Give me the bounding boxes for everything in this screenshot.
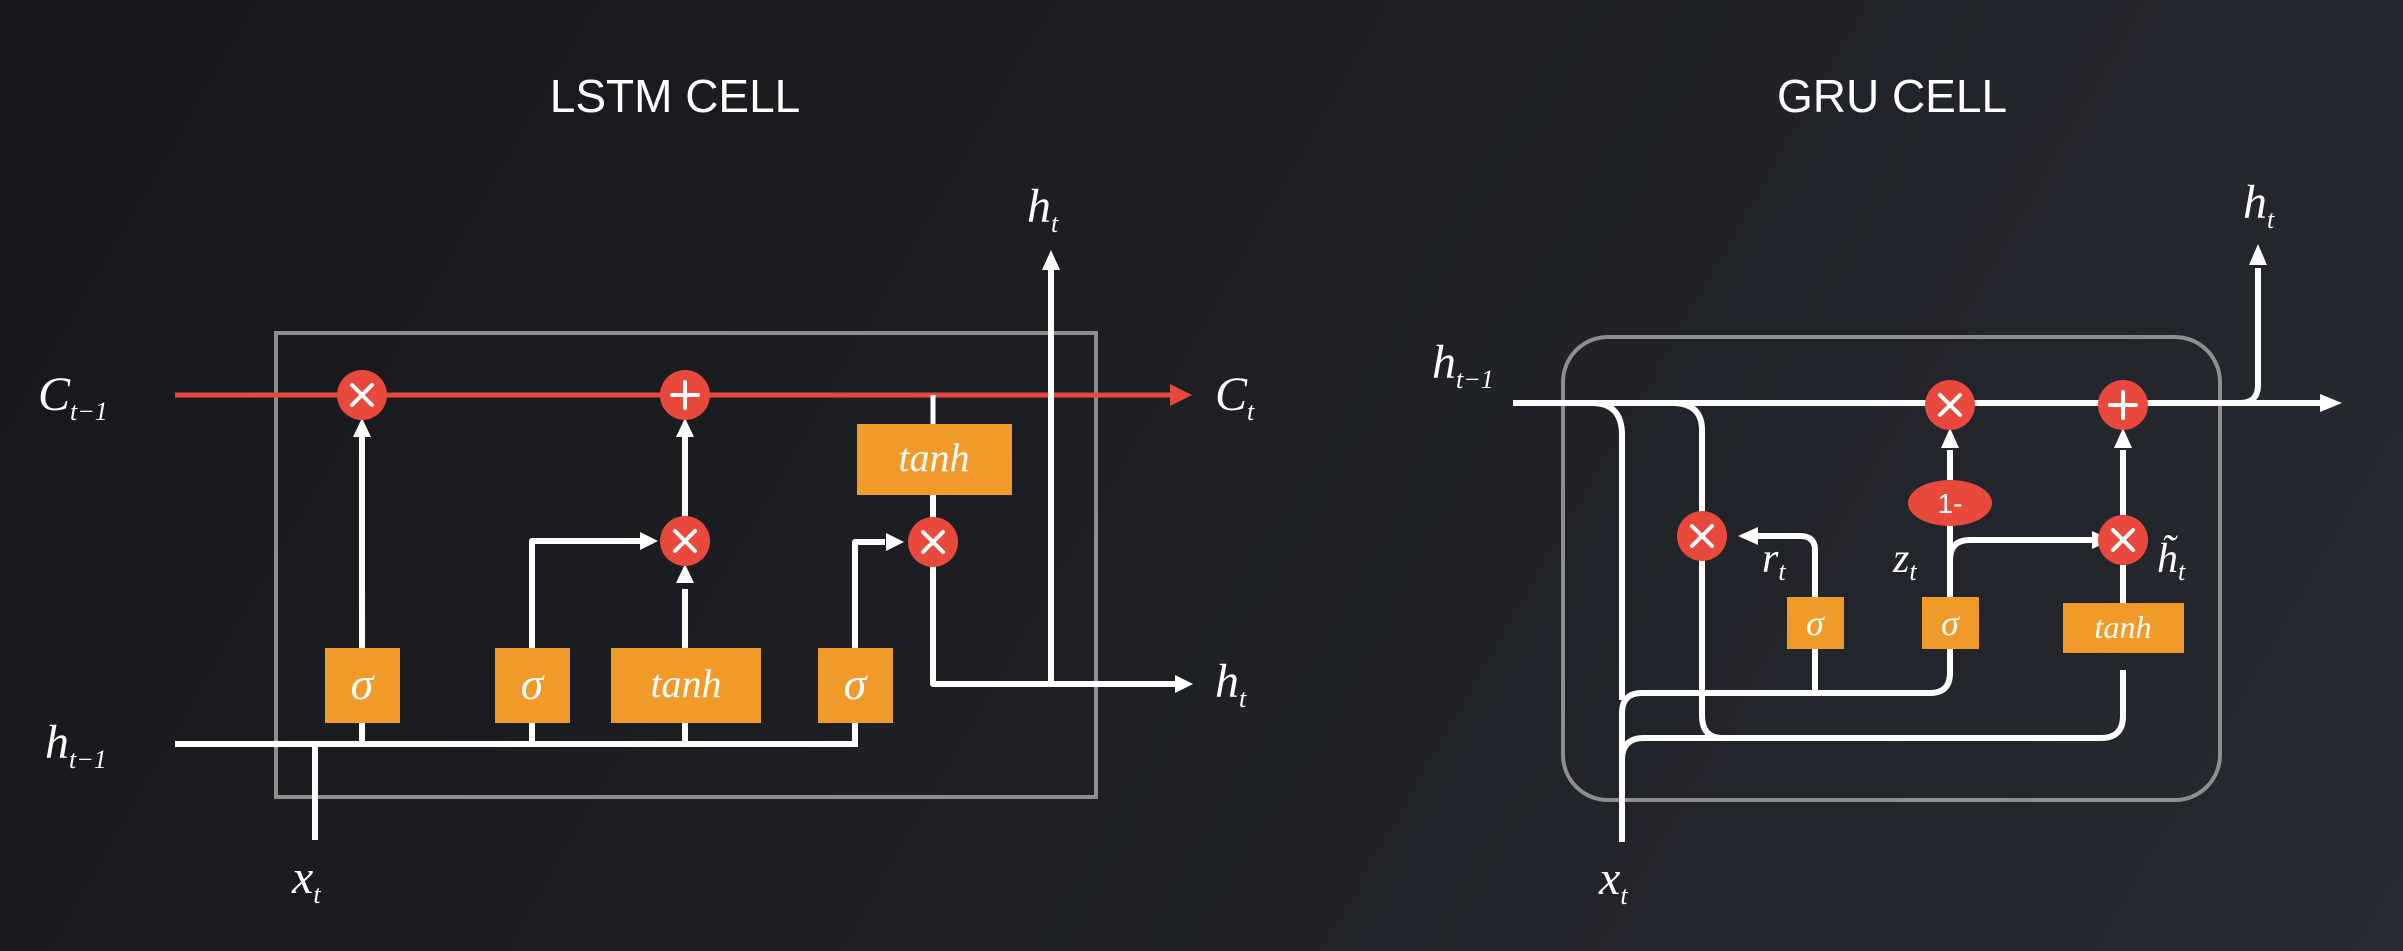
sigma-label: σ: [844, 658, 869, 709]
plus-icon: [2108, 390, 2138, 420]
gru-hidden-arrowhead: [2320, 394, 2342, 412]
gru-hprev-branch-a: [1591, 400, 1625, 700]
lstm-forget-multiply-op: [337, 370, 387, 420]
lstm-output-path: [930, 565, 1175, 687]
lstm-output-gate: σ: [818, 648, 893, 723]
lstm-candidate-gate: tanh: [611, 648, 761, 723]
sigma-label: σ: [521, 658, 546, 709]
lstm-output-arrowhead: [1175, 675, 1193, 693]
gru-reset-multiply-op: [1677, 511, 1727, 561]
lstm-output-up-arrowhead: [1042, 250, 1060, 270]
multiply-icon: [1938, 393, 1962, 417]
lstm-candidate-arrowhead: [676, 564, 694, 583]
lstm-update-arrowhead: [676, 418, 694, 437]
gru-update-multiply-op: [1925, 380, 1975, 430]
gru-candidate-gate: tanh: [2063, 603, 2184, 653]
gru-one-minus-op: 1-: [1908, 480, 1992, 526]
lstm-cell-border: [274, 331, 1098, 799]
gru-hprev-branch-b: [1671, 400, 1705, 693]
gru-input-to-r: [1702, 640, 1818, 696]
multiply-icon: [1690, 524, 1714, 548]
sigma-label: σ: [1941, 603, 1960, 643]
lstm-forget-arrowhead: [353, 418, 371, 437]
gru-candidate-multiply-op: [2098, 515, 2148, 565]
lstm-output-multiply-op: [908, 517, 958, 567]
lstm-title: LSTM CELL: [550, 70, 801, 122]
lstm-cell-tanh-gate: tanh: [857, 424, 1012, 495]
lstm-cell-state-arrowhead: [1170, 384, 1192, 406]
lstm-c-prev-label: Ct−1: [38, 368, 108, 426]
lstm-x-in-label: xt: [291, 851, 321, 909]
gru-diagram: GRU CELL σ: [1432, 70, 2342, 910]
lstm-forget-gate: σ: [325, 648, 400, 723]
gru-reset-gate: σ: [1787, 597, 1844, 649]
lstm-output-gate-arrowhead: [886, 533, 904, 551]
lstm-c-next-label: Ct: [1215, 368, 1255, 426]
lstm-h-out-top-label: ht: [1027, 180, 1059, 238]
lstm-input-multiply-op: [660, 516, 710, 566]
lstm-h-out-right-label: ht: [1215, 655, 1247, 713]
tanh-label: tanh: [650, 661, 721, 706]
gru-input-line-b: [1619, 640, 1953, 760]
gru-z-label: zt: [1892, 536, 1917, 586]
tanh-label: tanh: [2095, 609, 2152, 645]
gru-h-tilde-label: h̃t: [2157, 535, 2186, 586]
gru-add-op: [2098, 380, 2148, 430]
lstm-diagram: LSTM CELL σ: [38, 70, 1255, 909]
sigma-label: σ: [351, 658, 376, 709]
gru-output-arrowhead: [2249, 244, 2267, 265]
multiply-icon: [921, 530, 945, 554]
gru-update-gate: σ: [1922, 597, 1979, 649]
gru-title: GRU CELL: [1777, 70, 2007, 122]
lstm-h-prev-label: ht−1: [45, 716, 107, 774]
sigma-label: σ: [1806, 603, 1825, 643]
plus-icon: [670, 380, 700, 410]
lstm-input-gate: σ: [495, 648, 570, 723]
gru-cell-border: [1561, 335, 2222, 802]
gru-oneminus-arrowhead: [1941, 428, 1959, 448]
gru-reset-down: [1699, 555, 1723, 741]
multiply-icon: [350, 383, 374, 407]
gru-x-in-label: xt: [1598, 852, 1628, 910]
gru-update-branch: [1947, 537, 2092, 561]
lstm-input-gate-arrowhead: [640, 532, 658, 550]
gru-h-out-label: ht: [2243, 176, 2275, 234]
gru-r-label: rt: [1762, 536, 1786, 586]
lstm-add-op: [660, 370, 710, 420]
tanh-label: tanh: [898, 435, 969, 480]
multiply-icon: [2111, 528, 2135, 552]
gru-reset-arrowhead: [1738, 527, 1758, 545]
gru-candidate-arrowhead: [2114, 428, 2132, 448]
gru-reset-path: [1758, 533, 1818, 601]
multiply-icon: [673, 529, 697, 553]
one-minus-label: 1-: [1938, 488, 1963, 519]
gru-h-prev-label: ht−1: [1432, 336, 1494, 394]
